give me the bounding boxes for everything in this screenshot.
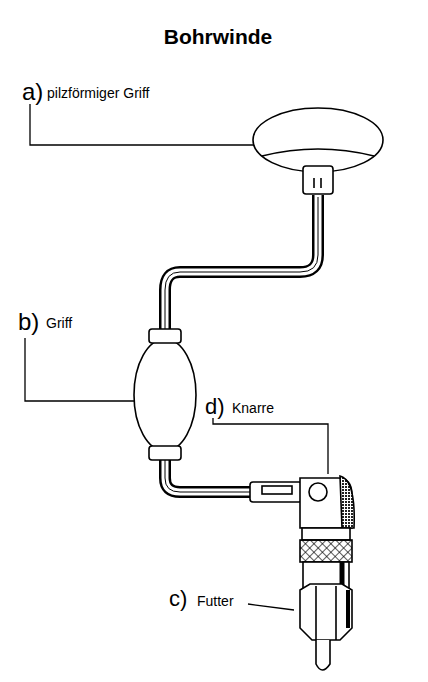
part-name: pilzförmiger Griff bbox=[47, 86, 149, 100]
chuck bbox=[300, 528, 352, 670]
title: Bohrwinde bbox=[4, 26, 428, 47]
part-name: Knarre bbox=[232, 401, 274, 415]
part-name: Griff bbox=[46, 316, 72, 330]
crank-rod bbox=[165, 195, 318, 492]
leader-line bbox=[30, 104, 254, 145]
crank-rod-inner bbox=[165, 195, 318, 492]
leader-lines bbox=[25, 104, 328, 610]
leader-line bbox=[213, 418, 328, 474]
leader-line bbox=[248, 604, 294, 610]
part-name: Futter bbox=[197, 594, 234, 608]
ratchet bbox=[250, 476, 354, 528]
callout-letter: c) bbox=[169, 588, 187, 610]
crank-rod-center bbox=[165, 197, 318, 492]
callout-letter: a) bbox=[22, 80, 43, 104]
leader-line bbox=[25, 338, 134, 401]
grip bbox=[134, 329, 196, 460]
callout-letter: d) bbox=[205, 396, 225, 418]
callout-letter: b) bbox=[18, 310, 39, 334]
mushroom-handle bbox=[253, 108, 383, 194]
